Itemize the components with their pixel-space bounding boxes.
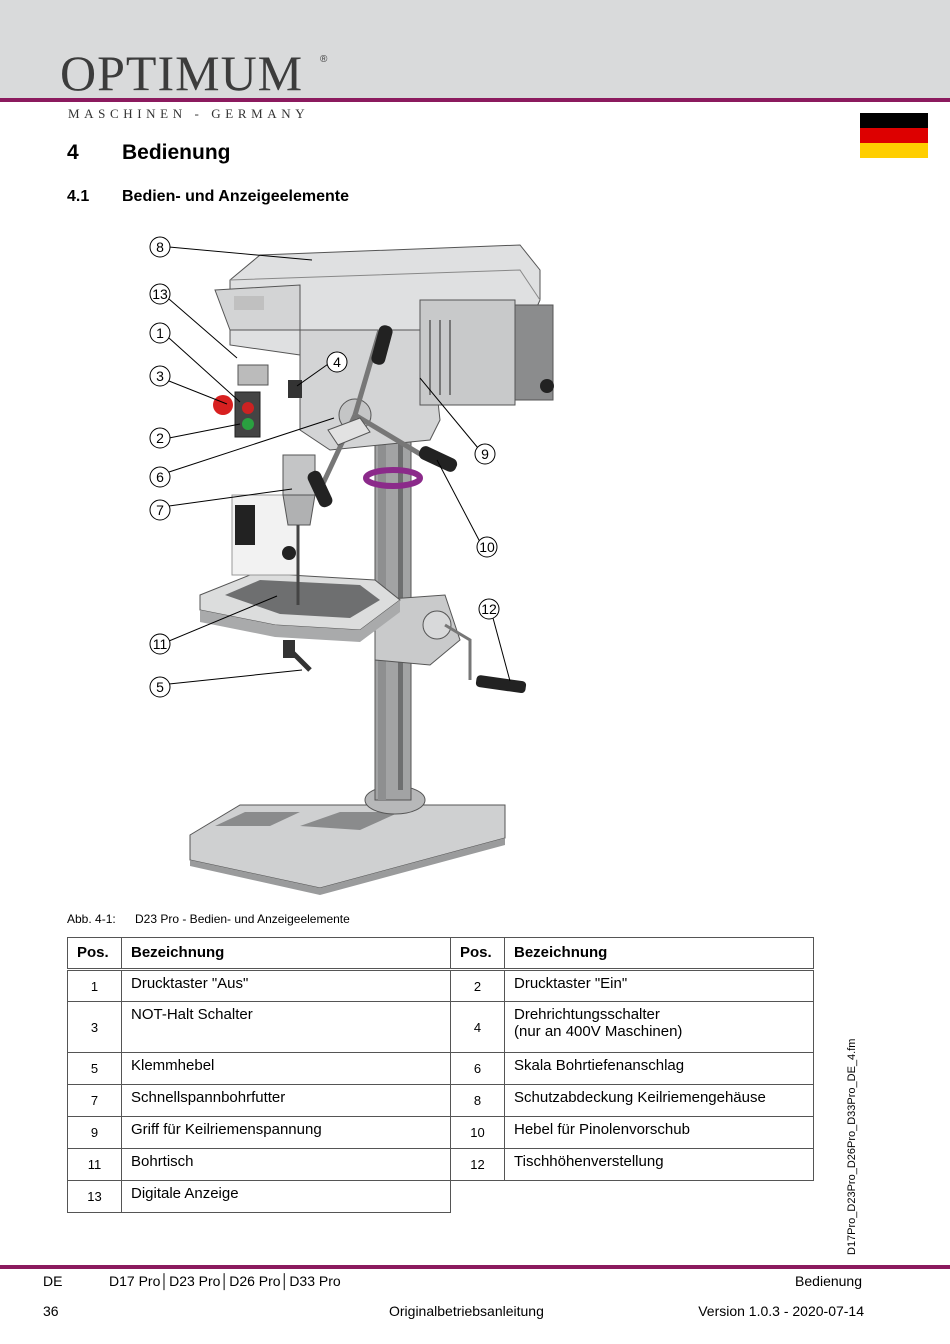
pos-cell: 2 [450,969,505,1002]
side-filename: D17Pro_D23Pro_D26Pro_D33Pro_DE_4.fm [846,1038,858,1255]
pos-cell: 3 [67,1001,122,1053]
header-band [0,0,950,98]
page-number: 36 [43,1303,59,1319]
pos-cell: 5 [67,1052,122,1085]
table-row: 1 Drucktaster "Aus" 2 Drucktaster "Ein" [67,969,814,1002]
header-pos-2: Pos. [450,937,505,971]
callout-9: 9 [481,446,489,462]
subsection-number: 4.1 [67,188,90,205]
german-flag-icon [860,113,928,158]
name-cell: Drehrichtungsschalter (nur an 400V Masch… [504,1001,814,1053]
footer-models: D17 Pro│D23 Pro│D26 Pro│D33 Pro [109,1273,341,1289]
footer-section: Bedienung [795,1273,862,1289]
name-cell: Tischhöhenverstellung [504,1148,814,1181]
name-cell: Griff für Keilriemenspannung [121,1116,451,1149]
caption-label: Abb. 4-1: [67,912,116,926]
table-header-row: Pos. Bezeichnung Pos. Bezeichnung [67,937,814,971]
callout-2: 2 [156,430,164,446]
callout-12: 12 [481,601,497,617]
callout-markers [149,236,500,698]
pos-cell: 11 [67,1148,122,1181]
footer-rule [0,1265,950,1269]
footer-manual-title: Originalbetriebsanleitung [389,1303,544,1319]
header-pos-1: Pos. [67,937,122,971]
table-row: 9 Griff für Keilriemenspannung 10 Hebel … [67,1116,814,1149]
name-line: (nur an 400V Maschinen) [514,1023,683,1040]
callout-11: 11 [153,636,168,652]
name-cell: Schutzabdeckung Keilriemengehäuse [504,1084,814,1117]
name-cell: Schnellspannbohrfutter [121,1084,451,1117]
footer-version: Version 1.0.3 - 2020-07-14 [698,1303,864,1319]
pos-cell: 1 [67,969,122,1002]
callout-4: 4 [333,354,341,370]
callout-7: 7 [156,502,164,518]
table-row: 5 Klemmhebel 6 Skala Bohrtiefenanschlag [67,1052,814,1085]
pos-cell: 9 [67,1116,122,1149]
table-row: 13 Digitale Anzeige [67,1180,814,1213]
logo-wordmark: OPTIMUM [60,45,304,101]
drill-press-figure: 8 13 1 3 4 2 6 7 9 10 12 11 5 [149,236,554,895]
name-cell: Drucktaster "Aus" [121,969,451,1002]
header-name-2: Bezeichnung [504,937,814,971]
callout-13: 13 [152,286,168,302]
callout-3: 3 [156,368,164,384]
callout-6: 6 [156,469,164,485]
name-cell: Bohrtisch [121,1148,451,1181]
footer-language: DE [43,1273,63,1289]
name-line: Drehrichtungsschalter [514,1006,660,1023]
callout-5: 5 [156,679,164,695]
callout-8: 8 [156,239,164,255]
section-number: 4 [67,141,79,164]
pos-cell: 6 [450,1052,505,1085]
name-cell: Hebel für Pinolenvorschub [504,1116,814,1149]
parts-table: Pos. Bezeichnung Pos. Bezeichnung 1 Druc… [67,937,814,1213]
name-cell: Skala Bohrtiefenanschlag [504,1052,814,1085]
header-name-1: Bezeichnung [121,937,451,971]
pos-cell: 8 [450,1084,505,1117]
table-row: 3 NOT-Halt Schalter 4 Drehrichtungsschal… [67,1001,814,1053]
name-cell: Digitale Anzeige [121,1180,451,1213]
pos-cell: 7 [67,1084,122,1117]
pos-cell: 12 [450,1148,505,1181]
name-cell: Drucktaster "Ein" [504,969,814,1002]
header-rule [0,98,950,102]
callout-1: 1 [156,325,164,341]
pos-cell: 13 [67,1180,122,1213]
callout-10: 10 [479,539,495,555]
table-row: 7 Schnellspannbohrfutter 8 Schutzabdecku… [67,1084,814,1117]
subsection-title: Bedien- und Anzeigeelemente [122,188,349,205]
table-row: 11 Bohrtisch 12 Tischhöhenverstellung [67,1148,814,1181]
empty-cell [505,1181,814,1213]
logo-subtitle: MASCHINEN - GERMANY [68,106,310,121]
name-cell: Klemmhebel [121,1052,451,1085]
logo-registered-mark: ® [320,54,328,65]
name-cell: NOT-Halt Schalter [121,1001,451,1053]
section-title: Bedienung [122,141,231,164]
pos-cell: 4 [450,1001,505,1053]
caption-text: D23 Pro - Bedien- und Anzeigeelemente [135,912,350,926]
empty-cell [451,1181,505,1213]
pos-cell: 10 [450,1116,505,1149]
